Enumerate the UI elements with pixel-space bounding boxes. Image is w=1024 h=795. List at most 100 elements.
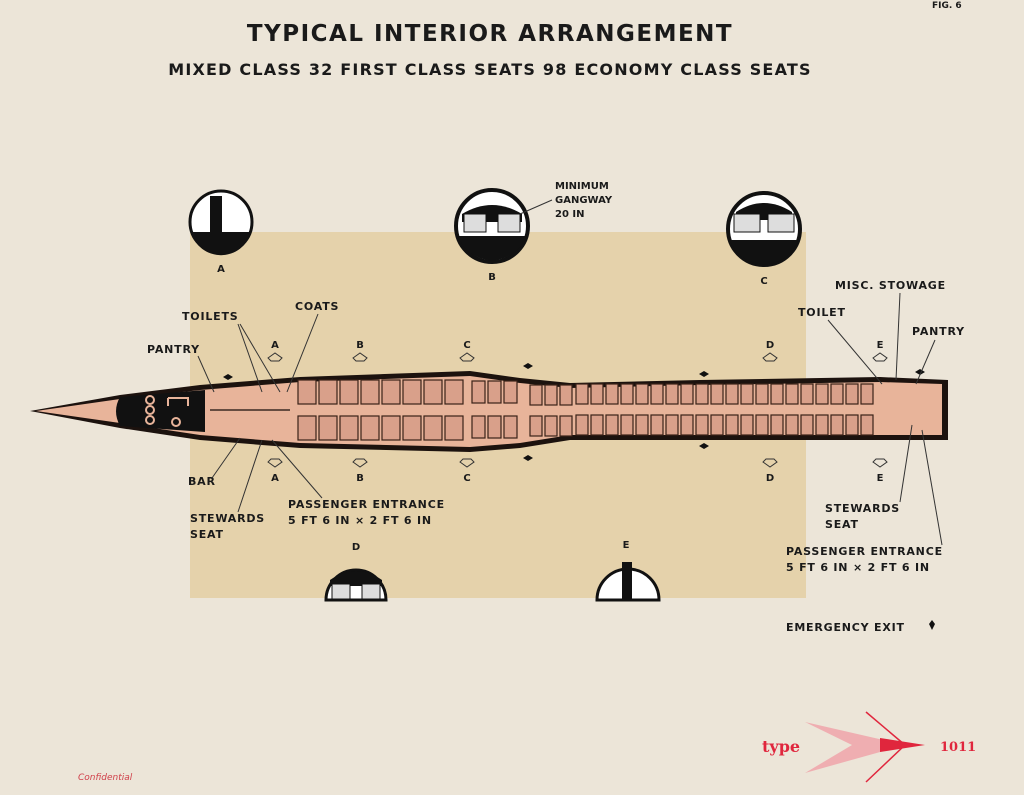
logo-type-text: type (762, 737, 800, 756)
emergency-exit-marker (699, 443, 709, 449)
coats-label: COATS (295, 300, 339, 313)
callouts: TOILETS COATS PANTRY BAR STEWARDS SEAT P… (147, 279, 965, 574)
seat (815, 383, 829, 405)
section-label-c: C (760, 276, 767, 287)
section-marker-top (872, 352, 888, 362)
section-label-a: A (217, 264, 225, 275)
section-marker-top (459, 352, 475, 362)
emergency-exit-marker (915, 369, 925, 375)
seat (725, 383, 739, 405)
emergency-exit-legend: EMERGENCY EXIT (786, 620, 935, 634)
seat (845, 383, 859, 405)
seat (665, 383, 679, 405)
emergency-exit-marker (523, 363, 533, 369)
section-marker-label: D (766, 473, 774, 484)
cross-section-a: A (188, 189, 254, 275)
section-marker-bottom (267, 458, 283, 468)
seat (559, 415, 573, 437)
seat (402, 415, 422, 441)
seat (381, 415, 401, 441)
seat (650, 414, 664, 436)
seat (575, 383, 589, 405)
seat (339, 415, 359, 441)
seat (559, 384, 573, 406)
cross-section-d: D (324, 542, 388, 602)
seat (487, 415, 502, 439)
seat (360, 415, 380, 441)
section-marker-bottom (872, 458, 888, 468)
section-label-d: D (352, 542, 360, 553)
section-marker-label: C (463, 473, 470, 484)
seat (605, 414, 619, 436)
cross-section-c: C (726, 191, 802, 287)
section-marker-top (762, 352, 778, 362)
stewards-seat-aft-label: STEWARDS (825, 502, 900, 515)
seat (680, 383, 694, 405)
seat (740, 383, 754, 405)
seat (487, 380, 502, 404)
seat (503, 415, 518, 439)
emergency-exit-marker (223, 374, 233, 380)
seat (635, 383, 649, 405)
section-marker-label: D (766, 340, 774, 351)
seat (755, 383, 769, 405)
logo-model-text: 1011 (940, 740, 976, 755)
seat (725, 414, 739, 436)
section-marker-bottom (352, 458, 368, 468)
seat (620, 414, 634, 436)
section-marker-label: E (877, 340, 884, 351)
cross-section-e: E (595, 540, 661, 602)
svg-text:5 FT 6 IN × 2 FT 6 IN: 5 FT 6 IN × 2 FT 6 IN (288, 514, 432, 527)
seat (620, 383, 634, 405)
emergency-exit-marker (523, 455, 533, 461)
seat (605, 383, 619, 405)
seat (529, 384, 543, 406)
pantry-forward-label: PANTRY (147, 343, 200, 356)
seat (529, 415, 543, 437)
svg-text:20 IN: 20 IN (555, 209, 585, 220)
seat (318, 415, 338, 441)
seat (800, 383, 814, 405)
seat (755, 414, 769, 436)
fuselage-plan (30, 371, 948, 452)
seat (860, 383, 874, 405)
seat (770, 414, 784, 436)
svg-text:SEAT: SEAT (825, 518, 859, 531)
confidential-note: Confidential (78, 773, 133, 783)
seat (635, 414, 649, 436)
section-marker-label: E (877, 473, 884, 484)
seat (815, 414, 829, 436)
pantry-aft-label: PANTRY (912, 325, 965, 338)
seat (444, 379, 464, 405)
seat (503, 380, 518, 404)
seat (471, 415, 486, 439)
seat (710, 383, 724, 405)
bar-label: BAR (188, 475, 216, 488)
svg-text:GANGWAY: GANGWAY (555, 195, 613, 206)
seat (770, 383, 784, 405)
seat (695, 414, 709, 436)
seat (575, 414, 589, 436)
section-label-b: B (488, 272, 496, 283)
seat (423, 415, 443, 441)
seat (860, 414, 874, 436)
passenger-entrance-aft-label: PASSENGER ENTRANCE (786, 545, 943, 558)
seat (830, 414, 844, 436)
seat (297, 415, 317, 441)
section-marker-label: A (271, 340, 279, 351)
seat (544, 384, 558, 406)
seat (800, 414, 814, 436)
seat (544, 415, 558, 437)
section-marker-label: C (463, 340, 470, 351)
stewards-seat-forward-label: STEWARDS (190, 512, 265, 525)
seat (680, 414, 694, 436)
seat (297, 379, 317, 405)
seat (590, 414, 604, 436)
seat (423, 379, 443, 405)
section-marker-label: A (271, 473, 279, 484)
passenger-entrance-forward-label: PASSENGER ENTRANCE (288, 498, 445, 511)
seat (444, 415, 464, 441)
seat (695, 383, 709, 405)
